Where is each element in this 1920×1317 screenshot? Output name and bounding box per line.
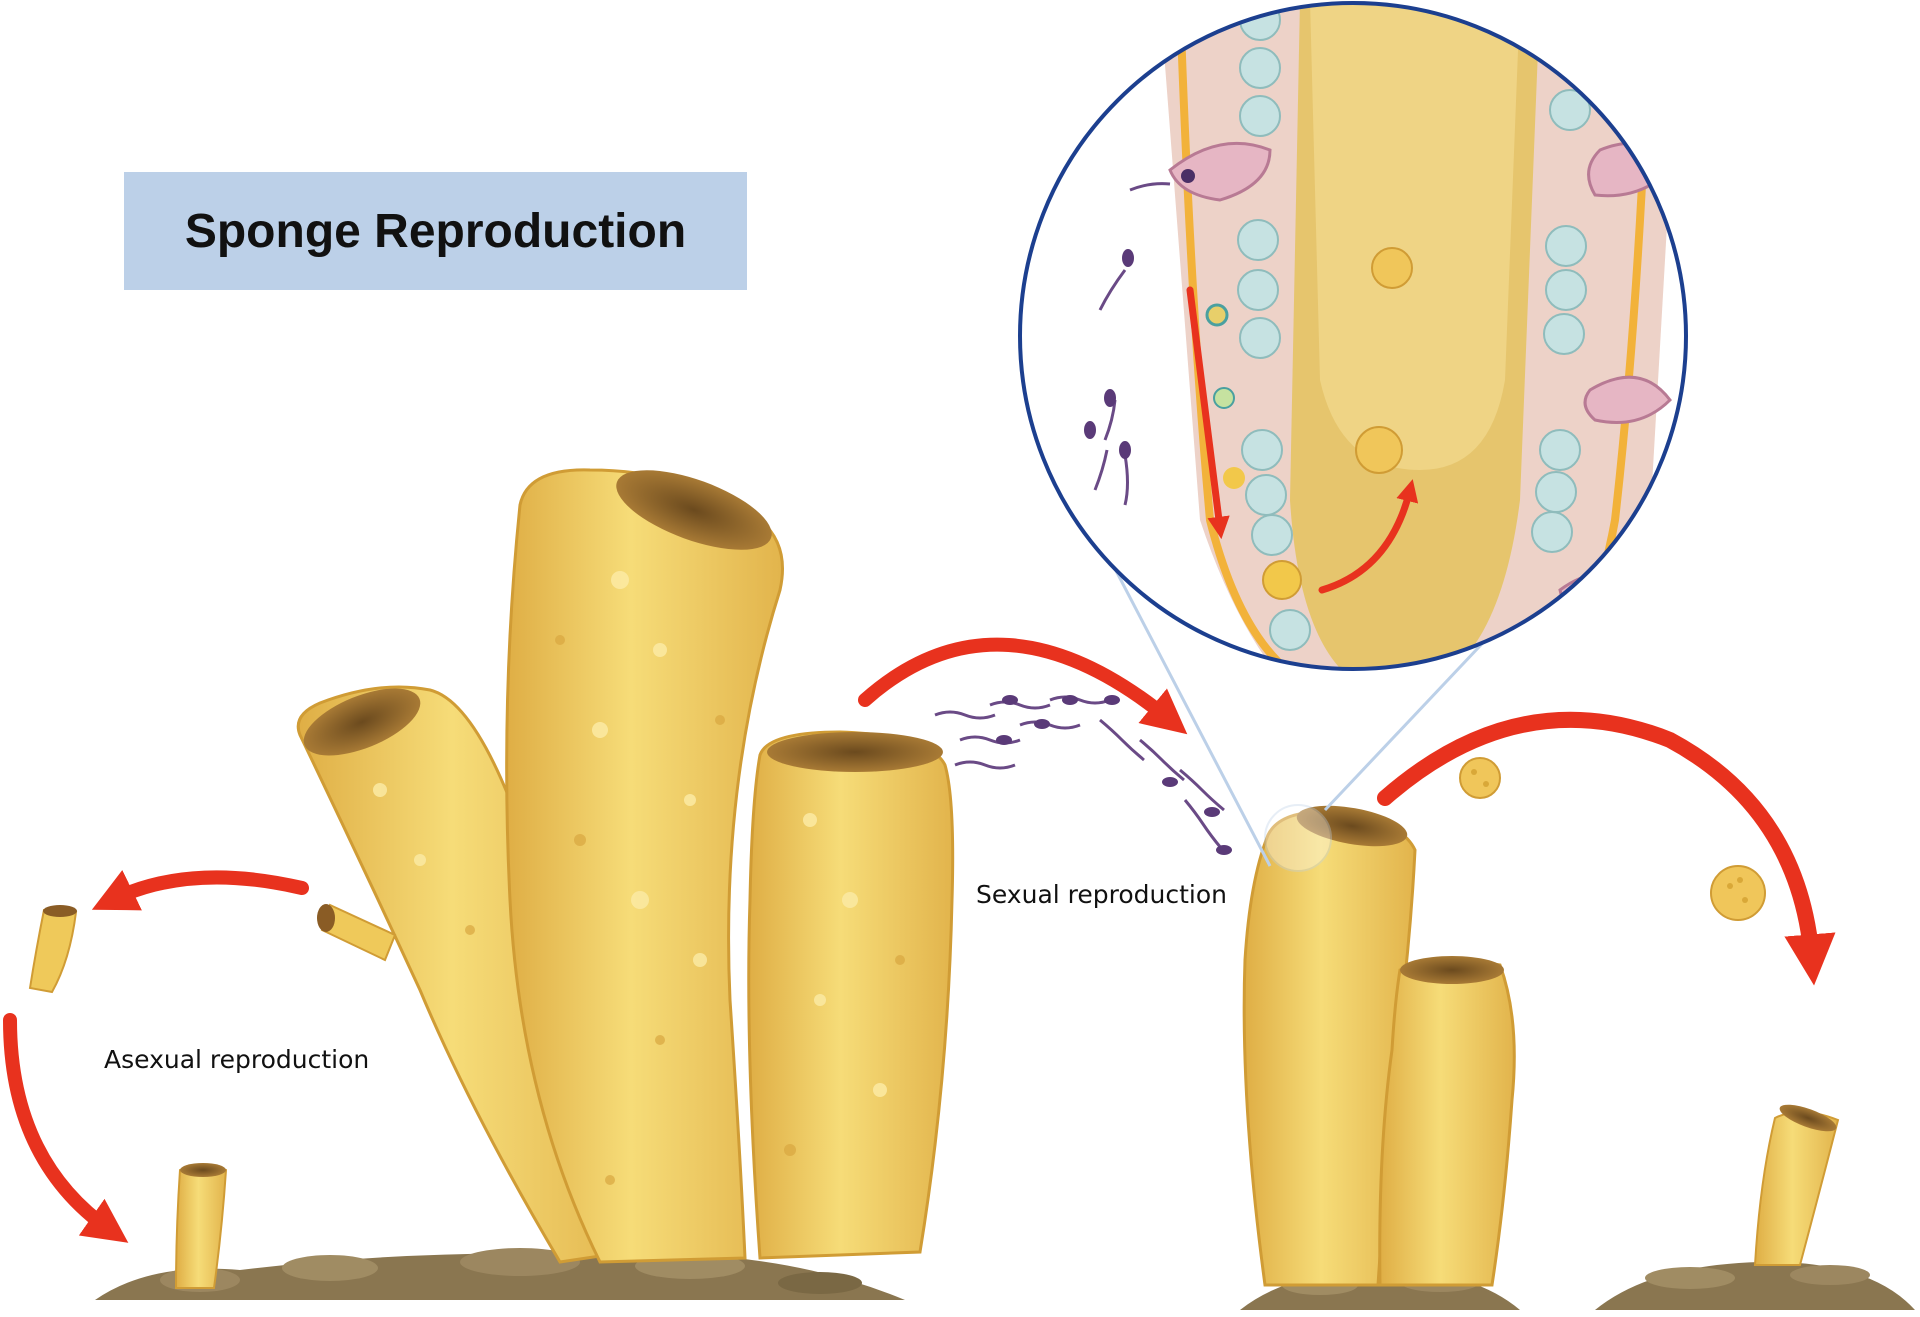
- sponge-middle-short: [1378, 956, 1516, 1287]
- sponge-fragment: [28, 905, 78, 994]
- sponge-tube-tall: [505, 468, 784, 1264]
- soil-mound-right: [1595, 1261, 1915, 1310]
- label-asexual-reproduction: Asexual reproduction: [104, 1045, 370, 1074]
- sponge-bud: [317, 903, 397, 962]
- label-sexual-reproduction: Sexual reproduction: [976, 880, 1228, 909]
- magnifier-ring: [1018, 1, 1688, 671]
- arrow-to-fragment: [91, 870, 309, 911]
- magnify-spot: [1264, 804, 1332, 872]
- sperm-heads: [996, 695, 1232, 855]
- larva-upper: [1459, 757, 1501, 799]
- sponge-right-new: [1753, 1104, 1840, 1266]
- sperm-cloud: [934, 695, 1225, 849]
- sponge-surface-dots: [373, 571, 887, 1097]
- magnified-section: [1018, 1, 1688, 671]
- arrow-to-new-sponge: [3, 1013, 129, 1243]
- diagram-title: Sponge Reproduction: [184, 204, 687, 258]
- sponge-surface-pores: [465, 635, 905, 1185]
- larva-lower: [1710, 865, 1766, 921]
- sponge-small-new: [174, 1163, 228, 1289]
- title-banner: Sponge Reproduction: [124, 172, 747, 290]
- arrow-larva-release: [1377, 711, 1836, 986]
- sponge-tube-right: [747, 730, 955, 1260]
- soil-mound-large: [95, 1248, 905, 1300]
- arrow-sperm-release: [858, 637, 1188, 735]
